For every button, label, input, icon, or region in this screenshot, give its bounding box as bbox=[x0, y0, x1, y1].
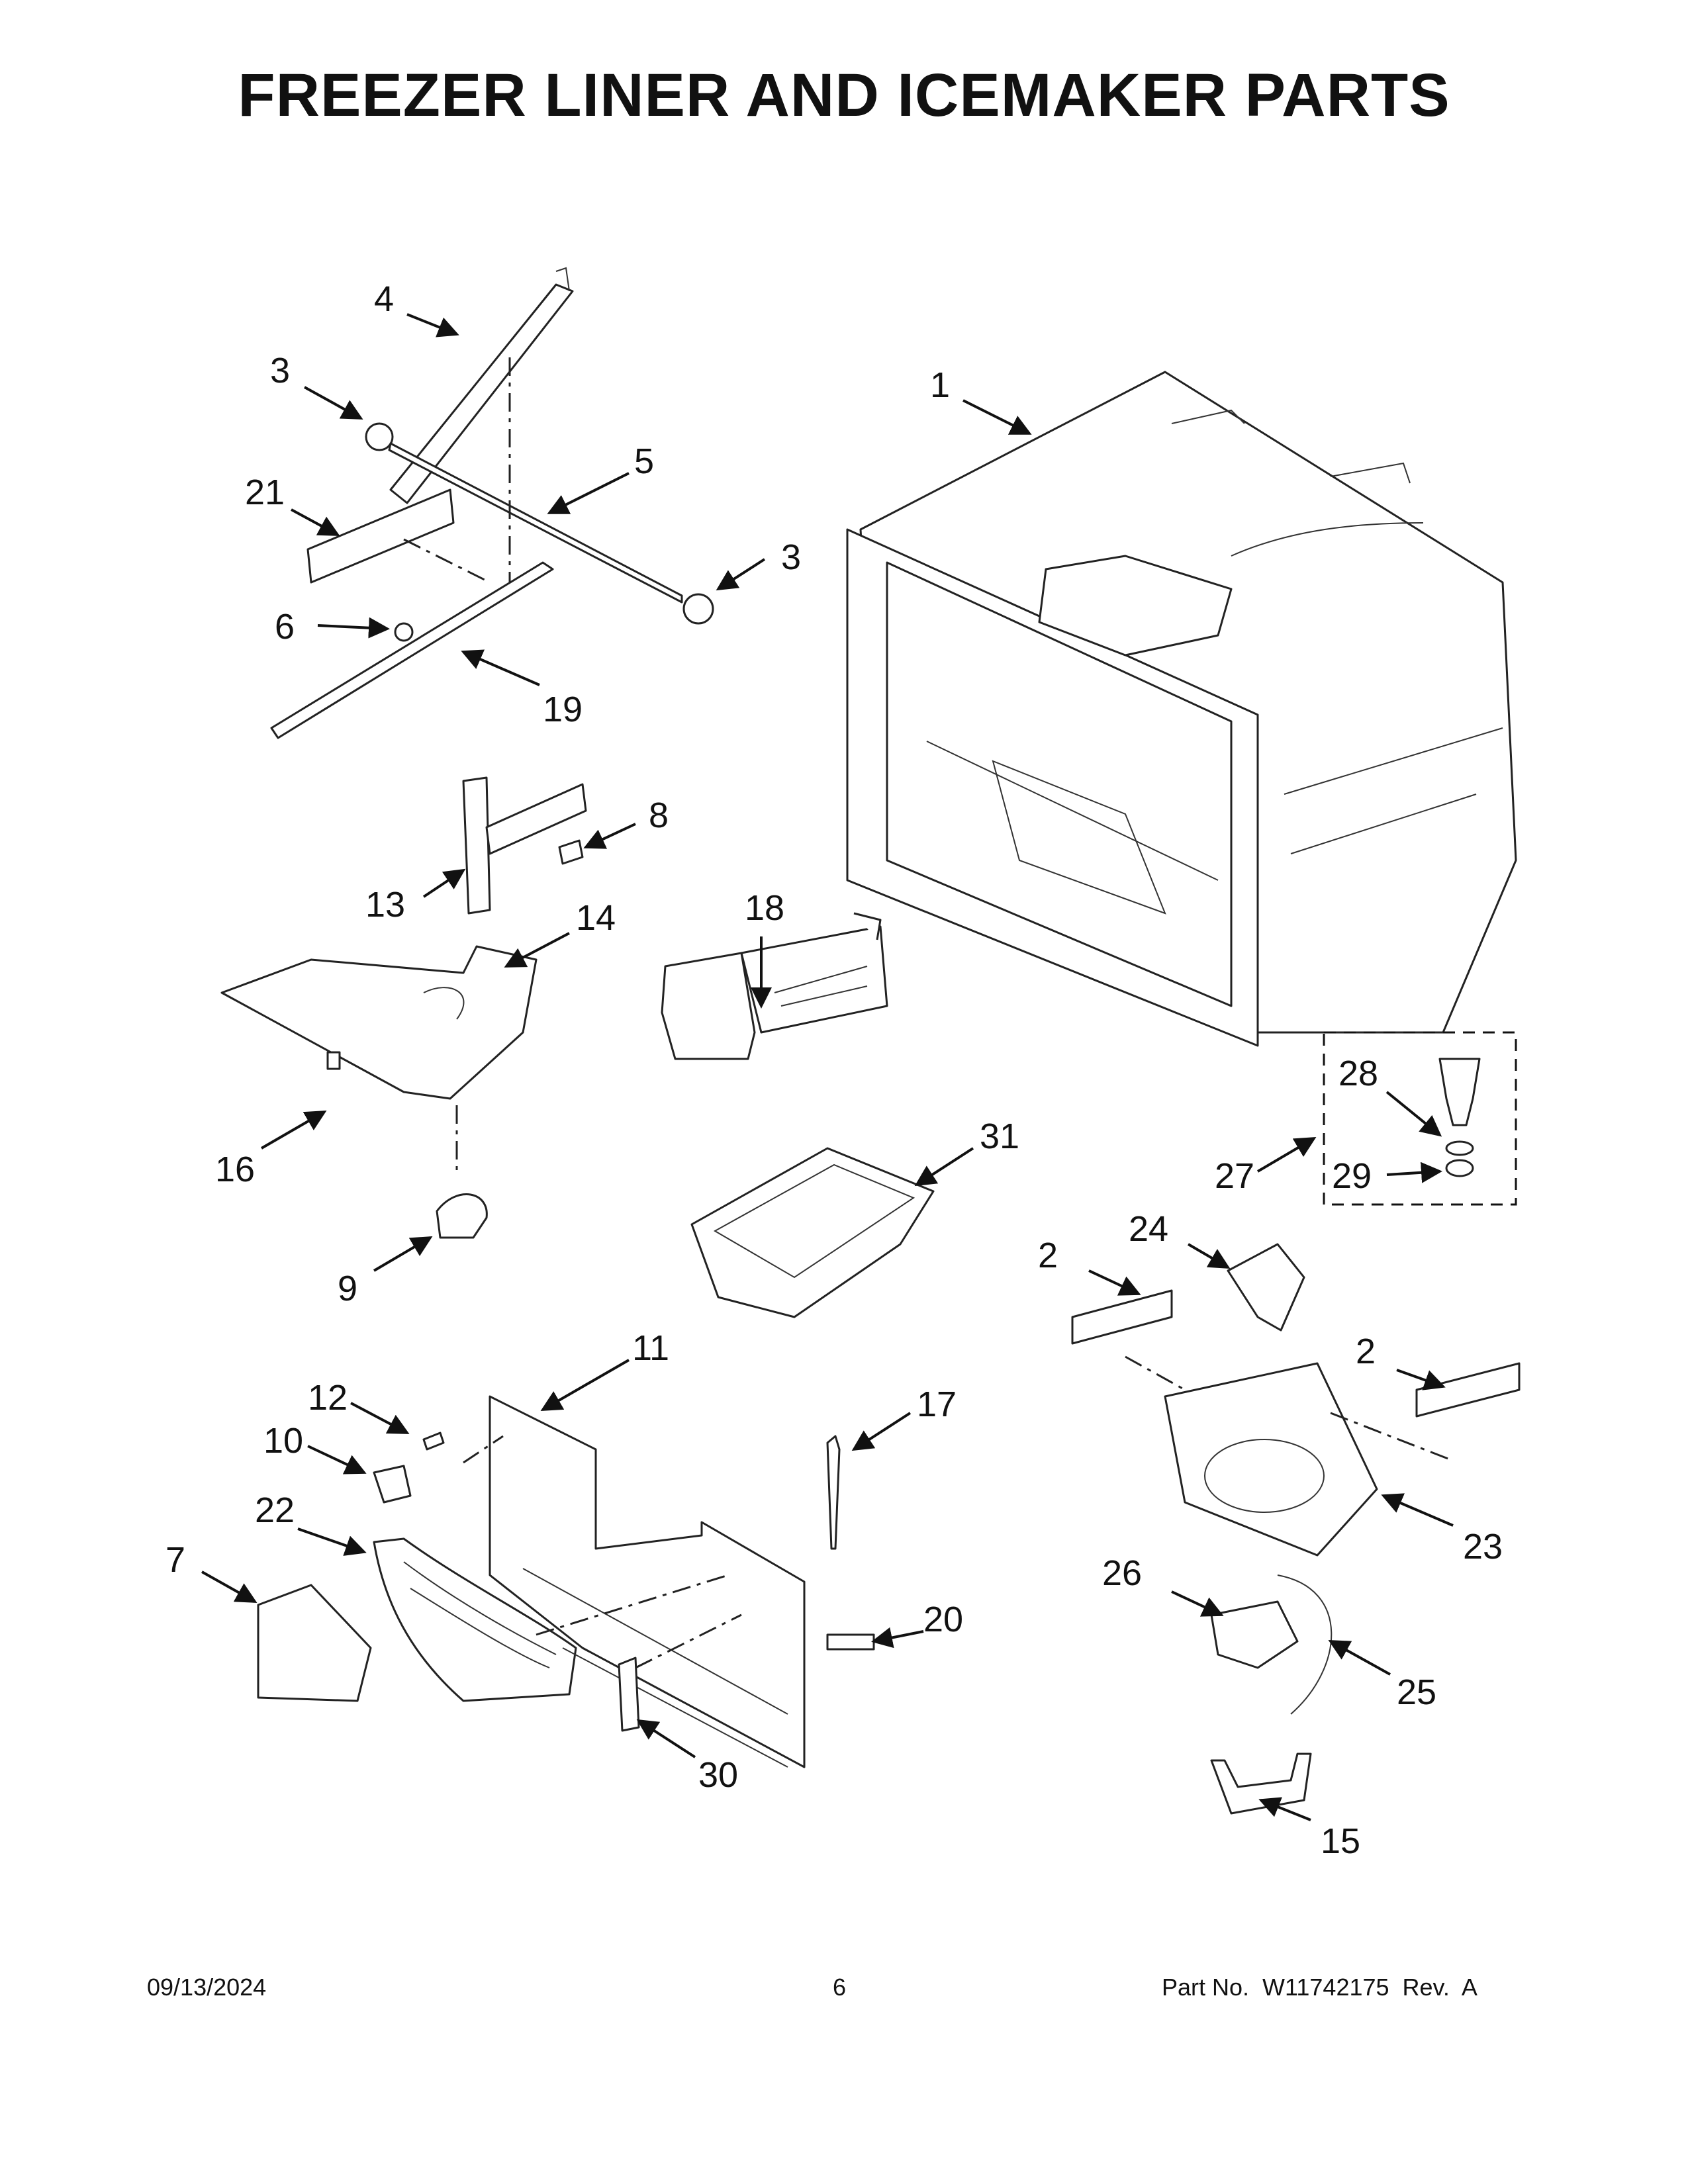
callout-31: 31 bbox=[980, 1116, 1019, 1156]
callout-2: 2 bbox=[1356, 1332, 1376, 1371]
callout-18: 18 bbox=[745, 888, 784, 928]
callout-19: 19 bbox=[543, 690, 583, 729]
callout-16: 16 bbox=[215, 1150, 255, 1189]
callout-2: 2 bbox=[1038, 1236, 1058, 1275]
callout-3: 3 bbox=[270, 351, 290, 390]
evaporator-cover-assembly bbox=[257, 1395, 875, 1768]
fan-assembly bbox=[1071, 1031, 1521, 1815]
callout-9: 9 bbox=[338, 1269, 357, 1308]
callout-27: 27 bbox=[1215, 1156, 1254, 1196]
callout-20: 20 bbox=[923, 1600, 963, 1639]
callout-13: 13 bbox=[365, 885, 405, 925]
page-title: FREEZER LINER AND ICEMAKER PARTS bbox=[238, 62, 1450, 129]
callout-24: 24 bbox=[1129, 1209, 1168, 1249]
upper-rail-assembly bbox=[270, 267, 714, 739]
callout-15: 15 bbox=[1321, 1821, 1360, 1861]
callout-5: 5 bbox=[634, 441, 654, 481]
callout-28: 28 bbox=[1338, 1054, 1378, 1093]
ice-bin bbox=[690, 1147, 935, 1318]
callout-10: 10 bbox=[263, 1421, 303, 1461]
callout-1: 1 bbox=[930, 365, 950, 405]
callout-7: 7 bbox=[165, 1540, 185, 1580]
footer-part-number: Part No. W11742175 Rev. A bbox=[1162, 1974, 1477, 2001]
icemaker-assembly bbox=[661, 912, 888, 1060]
callout-22: 22 bbox=[255, 1490, 295, 1530]
auger-bracket-assembly bbox=[220, 776, 587, 1239]
callout-4: 4 bbox=[374, 279, 394, 319]
footer-date: 09/13/2024 bbox=[147, 1974, 267, 2001]
callout-labels: 1 4 3 3 5 21 6 19 8 13 14 18 16 9 31 28 … bbox=[165, 279, 1503, 1861]
callout-3: 3 bbox=[781, 537, 801, 577]
callout-8: 8 bbox=[649, 796, 669, 835]
callout-6: 6 bbox=[275, 607, 295, 647]
freezer-liner bbox=[846, 371, 1517, 1047]
callout-25: 25 bbox=[1397, 1672, 1436, 1712]
callout-17: 17 bbox=[917, 1385, 957, 1424]
callout-leaders bbox=[201, 313, 1454, 1821]
callout-14: 14 bbox=[576, 898, 616, 938]
callout-29: 29 bbox=[1332, 1156, 1372, 1196]
callout-11: 11 bbox=[632, 1328, 669, 1368]
callout-30: 30 bbox=[698, 1755, 738, 1795]
callout-12: 12 bbox=[308, 1378, 348, 1418]
callout-23: 23 bbox=[1463, 1527, 1503, 1567]
footer-page-number: 6 bbox=[833, 1974, 847, 2001]
callout-21: 21 bbox=[245, 473, 285, 512]
callout-26: 26 bbox=[1102, 1553, 1142, 1593]
